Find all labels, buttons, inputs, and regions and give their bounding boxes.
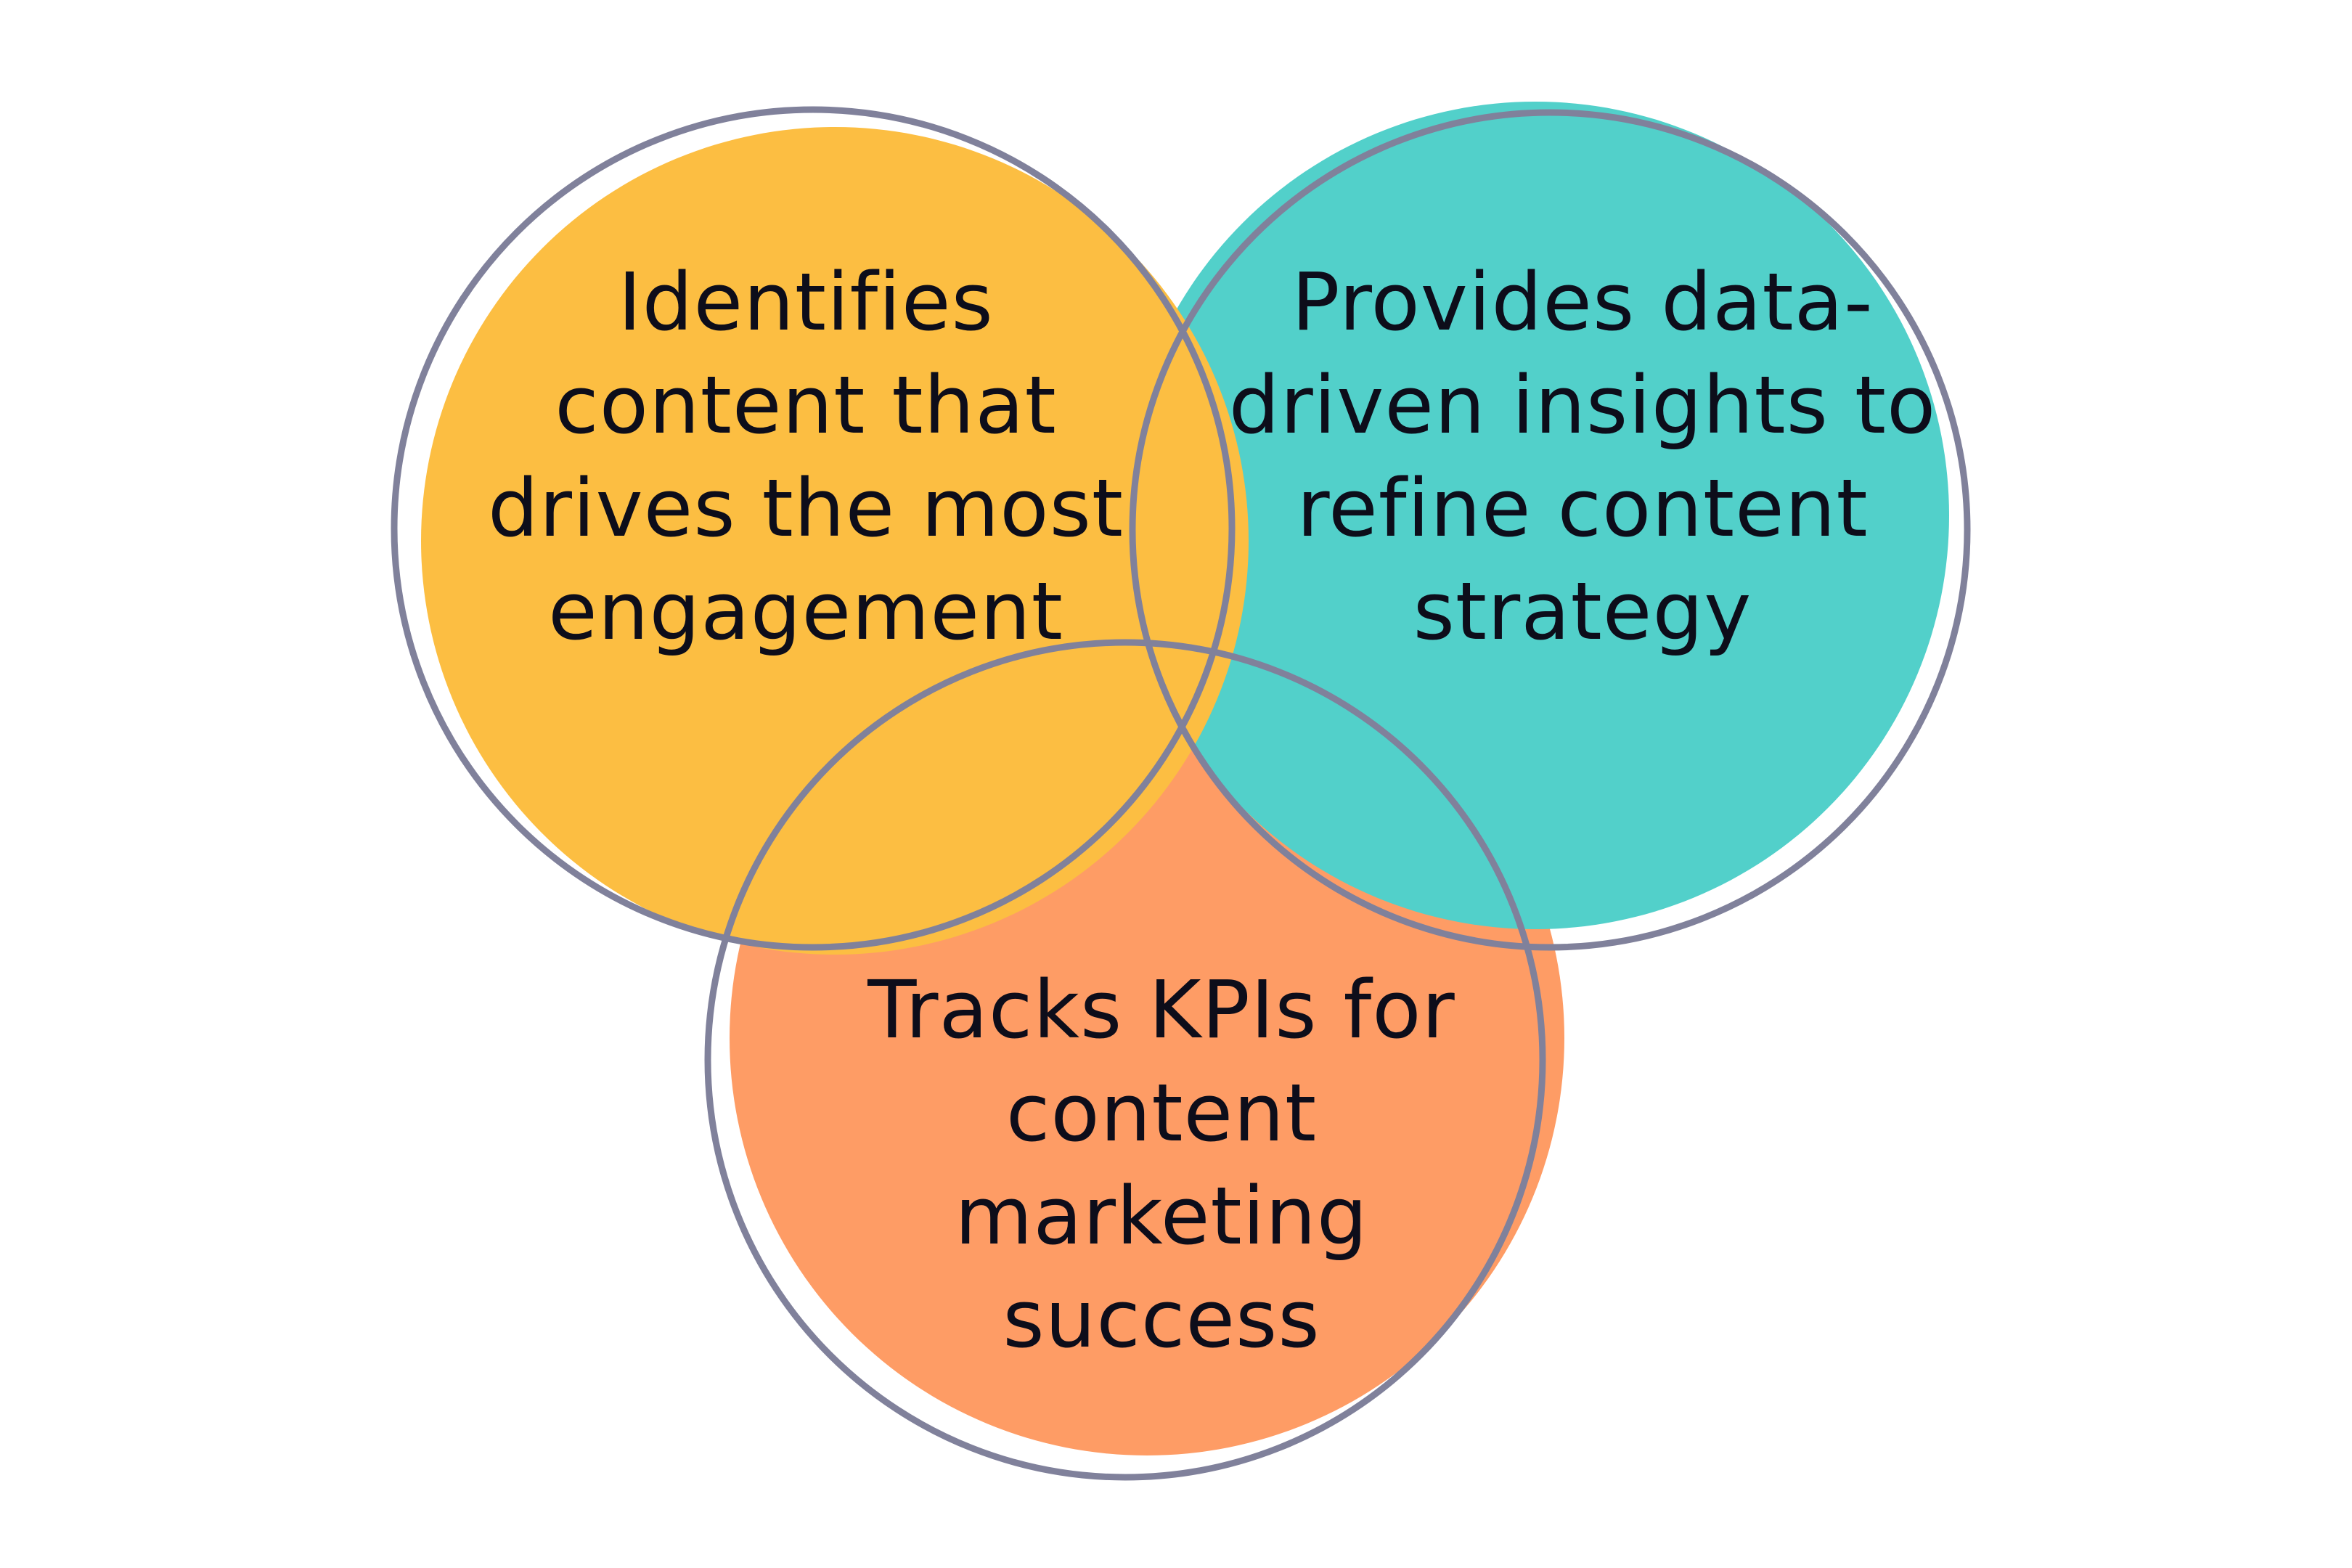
- circle-label-right: Provides data-driven insights to refine …: [1228, 256, 1937, 658]
- circle-label-bottom: Tracks KPIs for content marketing succes…: [867, 963, 1455, 1365]
- circle-ring-bottom: [704, 639, 1546, 1481]
- circle-ring-left: [391, 106, 1236, 951]
- circle-fill-right: [1122, 102, 1949, 929]
- circle-fill-left: [421, 127, 1249, 955]
- circle-ring-right: [1129, 109, 1971, 951]
- circle-label-left: Identifies content that drives the most …: [487, 256, 1124, 658]
